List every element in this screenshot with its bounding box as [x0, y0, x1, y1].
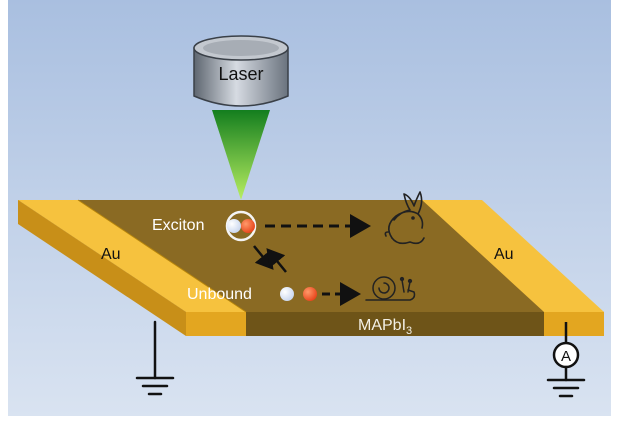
material-label: MAPbI3	[358, 317, 412, 337]
free-electron-particle	[303, 287, 317, 301]
rabbit-icon	[384, 191, 425, 245]
electrode-label-right: Au	[494, 246, 514, 263]
ammeter-icon: A	[552, 322, 580, 369]
electron-particle	[241, 219, 255, 233]
laser-label: Laser	[218, 64, 263, 84]
laser-head: Laser	[193, 35, 289, 107]
electrode-label-left: Au	[101, 246, 121, 263]
film-front-face	[186, 312, 604, 336]
free-hole-particle	[280, 287, 294, 301]
ground-left-icon	[135, 320, 175, 396]
unbound-label: Unbound	[187, 286, 252, 303]
exciton-label: Exciton	[152, 217, 204, 234]
snail-icon	[365, 276, 416, 301]
binding-arrow	[266, 248, 287, 273]
right-electrode	[422, 200, 604, 336]
exciton-pair	[225, 210, 257, 242]
laser-beam	[212, 110, 270, 200]
hole-particle	[227, 219, 241, 233]
ground-right-icon	[546, 365, 586, 398]
ammeter-label: A	[561, 348, 571, 365]
left-electrode	[18, 199, 247, 336]
